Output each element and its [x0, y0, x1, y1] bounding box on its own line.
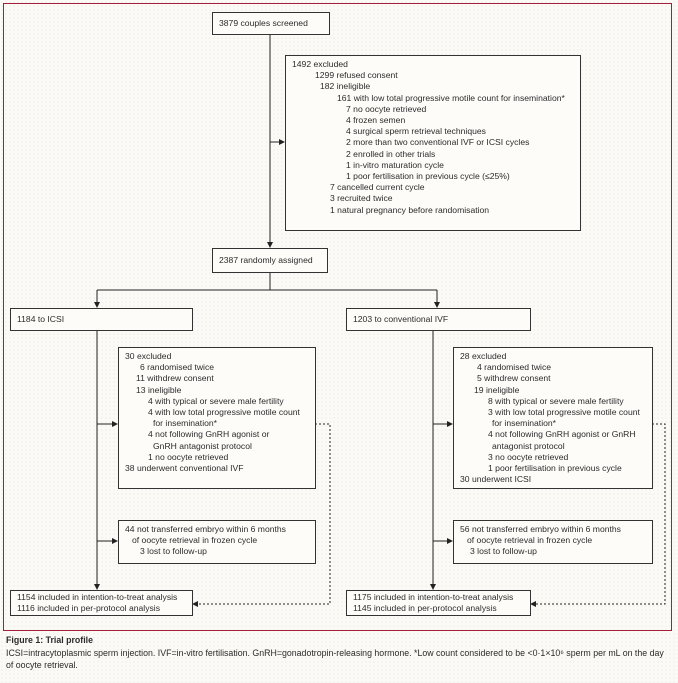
list-line: 1 no oocyte retrieved — [148, 451, 229, 462]
icsi-group-box: 1184 to ICSI — [10, 308, 193, 331]
list-line: 4 randomised twice — [477, 362, 552, 373]
list-line: 4 not following GnRH agonist or GnRH — [488, 429, 636, 440]
list-line: for insemination* — [153, 418, 218, 429]
caption-text: ICSI=intracytoplasmic sperm injection. I… — [6, 647, 664, 671]
list-line: 4 with typical or severe male fertility — [148, 395, 284, 406]
icsi-itt-text: 1154 included in intention-to-treat anal… — [17, 592, 178, 602]
screened-text: 3879 couples screened — [219, 17, 308, 28]
list-line: 7 no oocyte retrieved — [346, 103, 427, 114]
list-line: 7 cancelled current cycle — [330, 182, 425, 193]
list-line: 44 not transferred embryo within 6 month… — [125, 524, 286, 534]
list-line: 11 withdrew consent — [136, 373, 214, 384]
list-line: 4 surgical sperm retrieval techniques — [346, 126, 486, 137]
list-line: GnRH antagonist protocol — [153, 440, 252, 451]
list-line: 4 frozen semen — [346, 115, 406, 126]
ivf-itt-text: 1175 included in intention-to-treat anal… — [353, 592, 514, 602]
list-line: 1299 refused consent — [315, 70, 398, 81]
list-line: of oocyte retrieval in frozen cycle — [467, 535, 593, 546]
figure-frame — [3, 3, 672, 631]
list-line: 1492 excluded — [292, 59, 348, 69]
list-line: 56 not transferred embryo within 6 month… — [460, 524, 621, 534]
list-line: 6 randomised twice — [140, 362, 215, 373]
randomised-box: 2387 randomly assigned — [212, 248, 328, 273]
list-line: 1 poor fertilisation in previous cycle — [488, 463, 622, 474]
list-line: 161 with low total progressive motile co… — [337, 92, 565, 103]
icsi-group-text: 1184 to ICSI — [17, 313, 65, 324]
list-line: 1 natural pregnancy before randomisation — [330, 204, 490, 215]
list-line: 28 excluded — [460, 351, 507, 361]
list-line: 4 with low total progressive motile coun… — [148, 407, 300, 418]
list-line: 3 lost to follow-up — [470, 546, 537, 557]
list-line: 4 not following GnRH agonist or — [148, 429, 270, 440]
list-line: 19 ineligible — [474, 384, 520, 395]
ivf-group-box: 1203 to conventional IVF — [346, 308, 531, 331]
list-line: 3 lost to follow-up — [140, 546, 207, 557]
list-line: for insemination* — [492, 418, 557, 429]
randomised-text: 2387 randomly assigned — [219, 254, 313, 265]
figure-caption: Figure 1: Trial profile ICSI=intracytopl… — [6, 634, 671, 672]
caption-title: Figure 1: Trial profile — [6, 635, 94, 645]
list-line: 1 in-vitro maturation cycle — [346, 159, 444, 170]
list-line: 8 with typical or severe male fertility — [488, 395, 624, 406]
list-line: antagonist protocol — [492, 440, 565, 451]
icsi-not-transferred-box: 44 not transferred embryo within 6 month… — [118, 520, 316, 564]
list-line: 38 underwent conventional IVF — [125, 463, 244, 474]
list-line: 3 recruited twice — [330, 193, 393, 204]
ivf-group-text: 1203 to conventional IVF — [353, 313, 449, 324]
icsi-crossover-dashed — [192, 423, 331, 607]
list-line: 3 with low total progressive motile coun… — [488, 407, 640, 418]
list-line: 13 ineligible — [136, 384, 182, 395]
list-line: 3 no oocyte retrieved — [488, 451, 569, 462]
list-line: 30 excluded — [125, 351, 172, 361]
list-line: of oocyte retrieval in frozen cycle — [132, 535, 258, 546]
list-line: 2 more than two conventional IVF or ICSI… — [346, 137, 530, 148]
icsi-pp-text: 1116 included in per-protocol analysis — [17, 603, 160, 614]
ivf-crossover-dashed — [530, 423, 666, 607]
ivf-not-transferred-box: 56 not transferred embryo within 6 month… — [453, 520, 653, 564]
screened-box: 3879 couples screened — [212, 12, 330, 35]
list-line: 30 underwent ICSI — [460, 474, 532, 485]
list-line: 182 ineligible — [320, 81, 371, 92]
list-line: 2 enrolled in other trials — [346, 148, 436, 159]
icsi-analysis-box: 1154 included in intention-to-treat anal… — [10, 590, 193, 616]
ivf-analysis-box: 1175 included in intention-to-treat anal… — [346, 590, 531, 616]
list-line: 5 withdrew consent — [477, 373, 551, 384]
list-line: 1 poor fertilisation in previous cycle (… — [346, 171, 510, 182]
ivf-pp-text: 1145 included in per-protocol analysis — [353, 603, 497, 614]
